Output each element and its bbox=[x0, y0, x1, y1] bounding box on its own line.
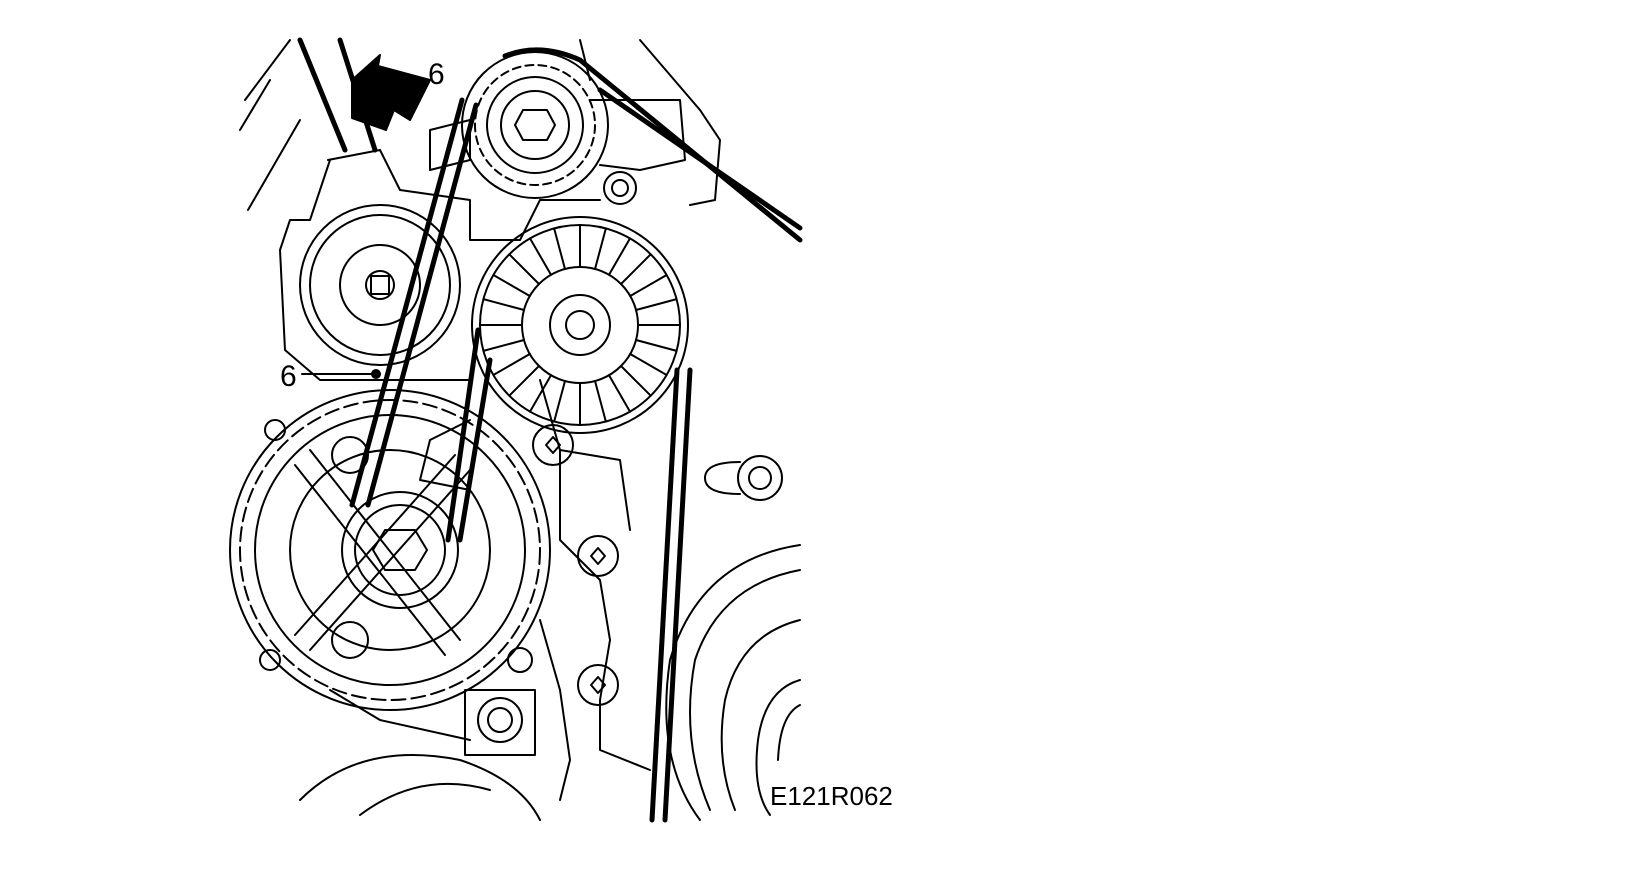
figure-code: E121R062 bbox=[770, 781, 893, 811]
top-idler-pulley bbox=[461, 51, 609, 199]
pulley-rib bbox=[553, 380, 566, 423]
pulley-rib bbox=[608, 237, 631, 276]
pulley-rib bbox=[629, 274, 668, 297]
pulley-rib bbox=[635, 298, 678, 311]
damper-pulley bbox=[665, 544, 801, 821]
center-idler-pulley bbox=[341, 491, 459, 609]
pulley-rib bbox=[629, 353, 668, 376]
serpentine-belt bbox=[349, 47, 803, 823]
pulley-ribs bbox=[479, 224, 681, 426]
pulley-rib bbox=[492, 353, 531, 376]
pulley-rib bbox=[620, 365, 652, 397]
housing-bolts bbox=[259, 419, 619, 706]
pulley-rib bbox=[492, 274, 531, 297]
callout-label-left: 6 bbox=[280, 360, 297, 393]
ribbed-idler-pulley bbox=[471, 216, 689, 434]
pulley-rib bbox=[529, 374, 552, 413]
tensioner-pulley bbox=[299, 204, 461, 366]
pulley-rib bbox=[529, 237, 552, 276]
pulley-rib bbox=[482, 298, 525, 311]
pulley-rib bbox=[620, 253, 652, 285]
callout-leader bbox=[301, 369, 381, 379]
pulley-rib bbox=[594, 227, 607, 270]
housing-edges bbox=[239, 39, 701, 211]
pulley-rib bbox=[594, 380, 607, 423]
pulley-rib bbox=[608, 374, 631, 413]
pulley-rib bbox=[635, 339, 678, 352]
bolt-small bbox=[603, 171, 637, 205]
bolt-plate bbox=[704, 455, 783, 501]
pulley-rib bbox=[508, 365, 540, 397]
lower-bracket bbox=[464, 689, 536, 756]
crank-pulley bbox=[229, 389, 551, 711]
arrow-icon bbox=[351, 54, 431, 131]
pulley-rib bbox=[482, 339, 525, 352]
pulley-rib bbox=[508, 253, 540, 285]
pulley-rib bbox=[553, 227, 566, 270]
callout-label-top: 6 bbox=[428, 58, 445, 91]
belt-top-left bbox=[297, 37, 378, 153]
